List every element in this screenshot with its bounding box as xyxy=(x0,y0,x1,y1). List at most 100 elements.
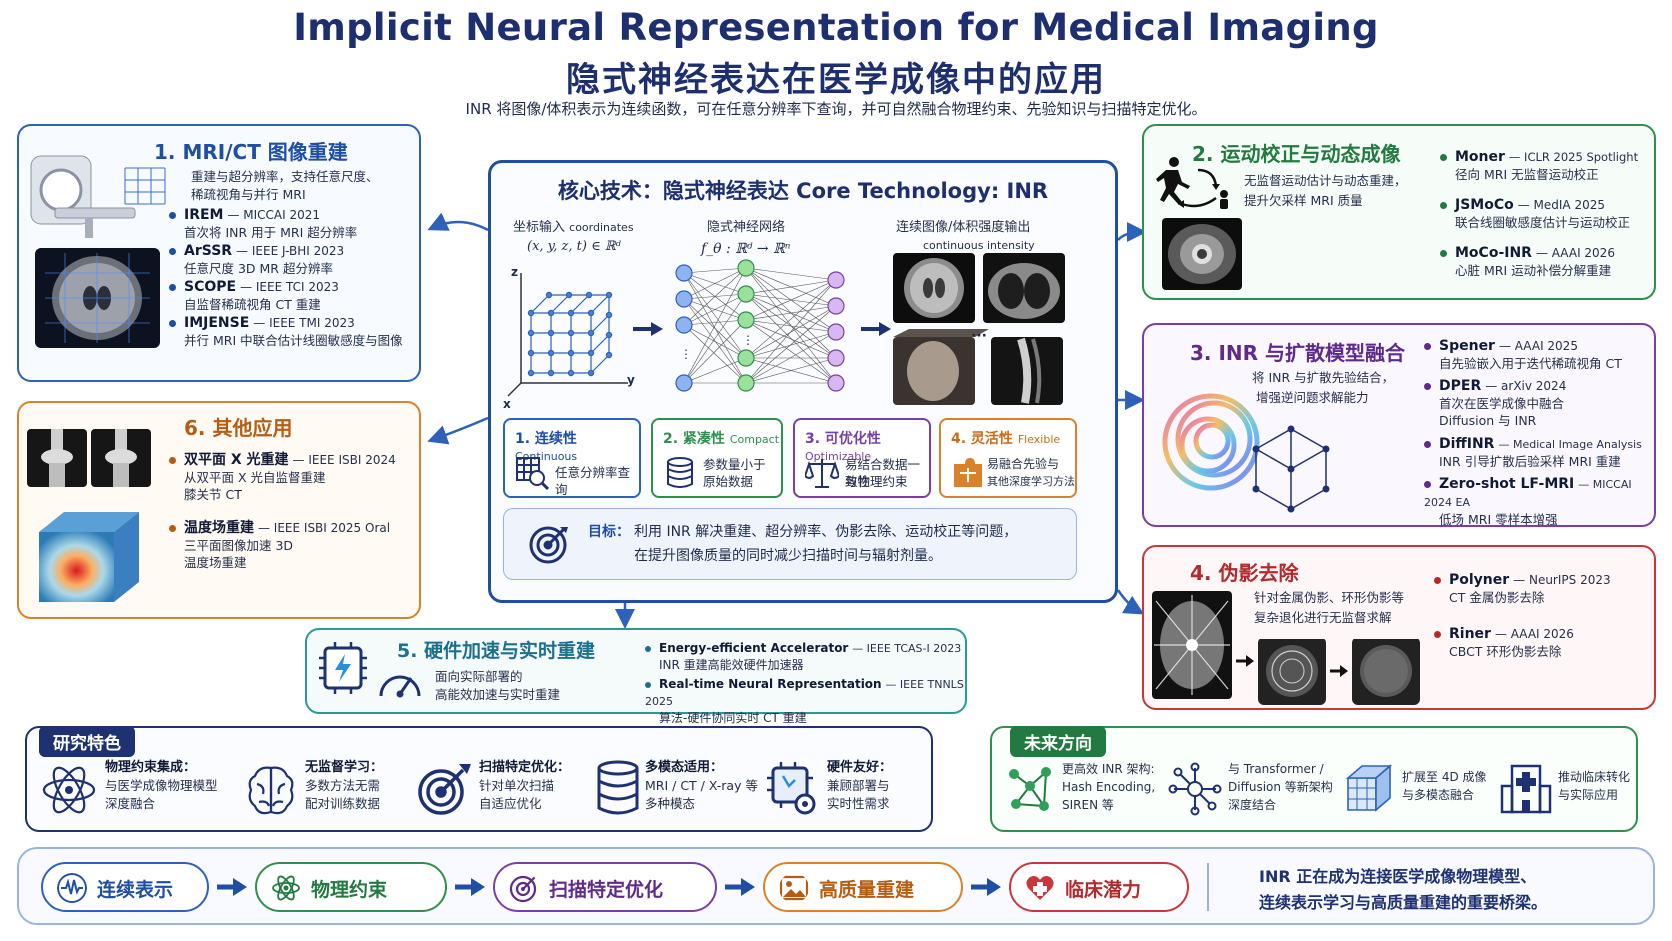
network-graph-icon xyxy=(1009,767,1051,811)
image-icon xyxy=(779,875,809,901)
prop-desc-1: 参数量小于 xyxy=(703,457,766,472)
conclusion-line-1: INR 正在成为连接医学成像物理模型、 xyxy=(1259,867,1537,886)
page-title-en: Implicit Neural Representation for Medic… xyxy=(293,6,1379,49)
feature-physics: 物理约束集成：与医学成像物理模型深度融合 xyxy=(105,760,218,811)
net-formula: f_θ : ℝᵈ → ℝⁿ xyxy=(701,241,791,257)
temperature-field-cube xyxy=(39,512,139,602)
mri-scanner-icon xyxy=(30,155,166,238)
core-title: 核心技术：隐式神经表达 Core Technology: INR xyxy=(557,179,1049,203)
flow-label: 物理约束 xyxy=(311,879,388,901)
prop-desc-2: 原始数据 xyxy=(703,474,754,489)
future-item-0: 更高效 INR 架构:Hash Encoding,SIREN 等 xyxy=(1062,762,1156,812)
future-item-2: 扩展至 4D 成像与多模态融合 xyxy=(1402,770,1487,802)
atom-icon xyxy=(42,766,96,814)
panel-research-features: 研究特色 物理约束集成：与医学成像物理模型深度融合 无监督学习：多数方法无需配对… xyxy=(25,726,933,832)
prop-title: 2. 紧凑性 Compact xyxy=(663,431,780,447)
net-label: 隐式神经网络 xyxy=(707,220,786,235)
database-icon xyxy=(597,760,639,815)
prop-desc-2: 与物理约束 xyxy=(845,474,908,489)
page-subtitle: INR 将图像/体积表示为连续函数，可在任意分辨率下查询，并可自然融合物理约束、… xyxy=(465,100,1207,118)
features-tag: 研究特色 xyxy=(39,726,135,757)
feature-unsupervised: 无监督学习：多数方法无需配对训练数据 xyxy=(305,760,384,811)
goal-line-2: 在提升图像质量的同时减少扫描时间与辐射剂量。 xyxy=(634,548,942,564)
panel-inr-diffusion: 3. INR 与扩散模型融合 将 INR 与扩散先验结合， 增强逆问题求解能力 … xyxy=(1142,323,1656,527)
panel-future-directions: 未来方向 更高效 INR 架构:Hash Encoding,SIREN 等 与 … xyxy=(990,726,1638,832)
prop-continuous: 1. 连续性 Continuous 任意分辨率查询 xyxy=(503,418,641,498)
future-item-1: 与 Transformer /Diffusion 等新架构深度结合 xyxy=(1228,762,1333,812)
flow-label: 高质量重建 xyxy=(819,879,915,901)
brain-mri-image xyxy=(35,248,160,348)
brain-icon xyxy=(248,766,294,815)
arrow-right-icon xyxy=(633,322,663,336)
axis-y-label: y xyxy=(627,373,635,387)
feature-scan-specific: 扫描特定优化：针对单次扫描自适应优化 xyxy=(479,760,571,811)
panel-desc-2: 增强逆问题求解能力 xyxy=(1256,390,1369,405)
heart-cross-icon xyxy=(1026,876,1054,900)
output-label-en: continuous intensity xyxy=(923,239,1035,252)
prop-desc-2: 其他深度学习方法 xyxy=(987,475,1075,488)
panel-title: 5. 硬件加速与实时重建 xyxy=(397,640,596,662)
flow-label: 扫描特定优化 xyxy=(549,879,664,901)
coordinate-grid-cube xyxy=(507,273,628,397)
diffusion-swirl-icon xyxy=(1162,393,1260,491)
panel-desc-2: 高能效加速与实时重建 xyxy=(435,687,561,702)
flow-step-physics: 物理约束 xyxy=(255,862,447,912)
flow-label: 连续表示 xyxy=(97,879,174,901)
arrow-right-icon xyxy=(217,878,247,896)
grid-magnifier-icon xyxy=(516,457,549,490)
chip-gear-icon xyxy=(767,762,816,815)
panel-title: 6. 其他应用 xyxy=(184,416,293,440)
flow-step-continuous: 连续表示 xyxy=(41,862,209,912)
panel-desc-1: 针对金属伪影、环形伪影等 xyxy=(1254,590,1405,605)
summary-flow-bar: 连续表示 物理约束 扫描特定优化 高质量重建 临床潜力 INR 正在成为连接医学… xyxy=(17,847,1655,925)
arrow-right-icon xyxy=(971,878,1001,896)
arrow-right-icon xyxy=(455,878,485,896)
chip-bolt-icon xyxy=(319,642,367,694)
input-formula: (x, y, z, t) ∈ ℝᵈ xyxy=(527,239,621,254)
prop-title: 1. 连续性 Continuous xyxy=(515,431,578,463)
goal-box: 目标： 利用 INR 解决重建、超分辨率、伪影去除、运动校正等问题， 在提升图像… xyxy=(503,508,1077,580)
4d-cube-icon xyxy=(1345,764,1393,812)
arrow-right-icon xyxy=(725,878,755,896)
panel-desc-2: 复杂退化进行无监督求解 xyxy=(1254,610,1392,625)
panel-desc-2: 稀疏视角与并行 MRI xyxy=(191,187,306,202)
output-label: 连续图像/体积强度输出 xyxy=(896,220,1031,235)
running-person-icon xyxy=(1156,157,1228,209)
target-icon xyxy=(418,764,471,815)
cardiac-mri-image xyxy=(1162,218,1242,290)
waveform-icon xyxy=(57,873,87,903)
axis-x-label: x xyxy=(503,397,511,411)
p5-item-0: Energy-efficient Accelerator — IEEE TCAS… xyxy=(645,640,961,674)
knee-xray-image xyxy=(27,429,151,487)
output-ellipsis: ··· xyxy=(971,328,987,344)
p5-item-1: Real-time Neural Representation — IEEE T… xyxy=(645,677,964,725)
neural-network-diagram: ⋮ ⋮ xyxy=(675,259,845,392)
goal-line-1: 利用 INR 解决重建、超分辨率、伪影去除、运动校正等问题， xyxy=(634,524,1018,540)
prop-desc-1: 易结合数据一致性 xyxy=(845,457,921,489)
input-label: 坐标输入 coordinates xyxy=(513,220,634,235)
panel-title: 4. 伪影去除 xyxy=(1190,561,1299,585)
panel-artifact-removal: 4. 伪影去除 针对金属伪影、环形伪影等 复杂退化进行无监督求解 Polyner… xyxy=(1142,545,1656,710)
future-item-3: 推动临床转化与实际应用 xyxy=(1558,770,1631,802)
prop-optimizable: 3. 可优化性 Optimizable 易结合数据一致性 与物理约束 xyxy=(793,418,931,498)
panel-title: 3. INR 与扩散模型融合 xyxy=(1190,341,1406,365)
target-icon xyxy=(509,875,537,903)
panel-desc-1: 无监督运动估计与动态重建， xyxy=(1244,173,1407,188)
panel-core-technology: 核心技术：隐式神经表达 Core Technology: INR 坐标输入 co… xyxy=(488,160,1118,603)
prop-desc: 任意分辨率查询 xyxy=(555,465,631,497)
svg-text:⋮: ⋮ xyxy=(680,347,692,361)
artifact-removal-sequence xyxy=(1236,639,1420,705)
